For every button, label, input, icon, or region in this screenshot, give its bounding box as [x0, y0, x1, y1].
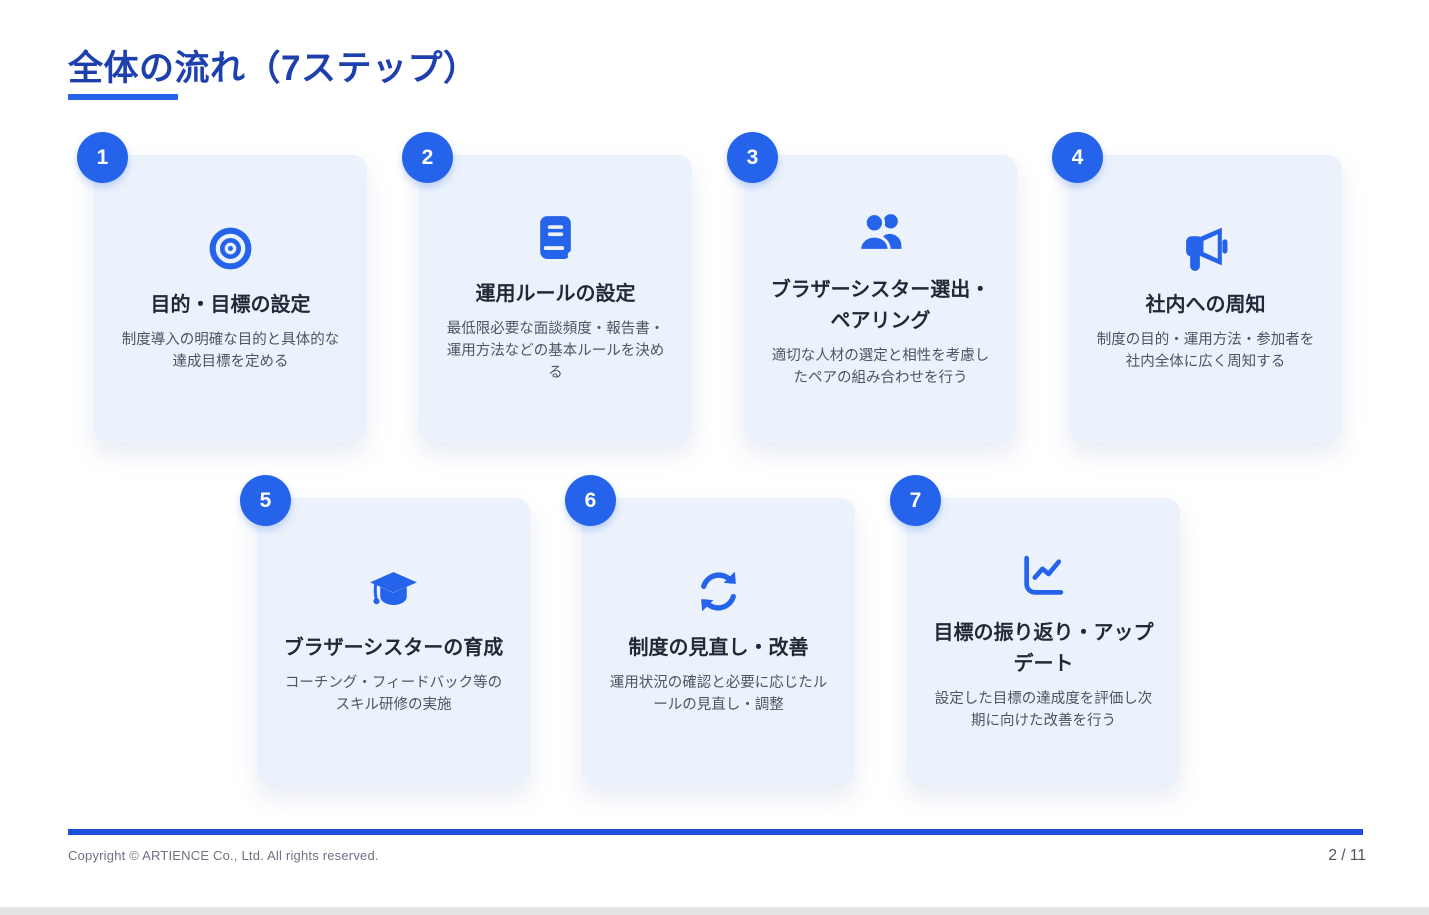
sync-icon: [694, 567, 743, 616]
step-card: 6 制度の見直し・改善 運用状況の確認と必要に応じたルールの見直し・調整: [565, 475, 855, 785]
chart-line-icon: [1019, 551, 1068, 600]
page-number: 2 / 11: [1328, 847, 1366, 864]
step-number-badge: 1: [77, 132, 128, 183]
step-description: コーチング・フィードバック等のスキル研修の実施: [284, 675, 503, 713]
step-number: 5: [259, 488, 272, 512]
step-number-badge: 7: [890, 475, 941, 526]
step-title: ブラザーシスター選出・ペアリング: [770, 278, 991, 332]
step-icon-wrap: [856, 208, 905, 258]
steps-row-1: 1 目的・目標の設定 制度導入の明確な目的と具体的な達成目標を定める 2 運用ル…: [77, 132, 1342, 442]
target-icon: [206, 224, 255, 273]
step-description: 制度の目的・運用方法・参加者を社内全体に広く周知する: [1096, 332, 1315, 370]
step-number: 3: [746, 145, 759, 169]
step-number: 7: [909, 488, 922, 512]
step-number: 2: [421, 145, 434, 169]
step-title: 目標の振り返り・アップデート: [933, 621, 1154, 675]
step-card: 3 ブラザーシスター選出・ペアリング 適切な人材の選定と相性を考慮したペアの組み…: [727, 132, 1017, 442]
step-number-badge: 5: [240, 475, 291, 526]
step-card: 2 運用ルールの設定 最低限必要な面談頻度・報告書・運用方法などの基本ルールを決…: [402, 132, 692, 442]
step-title: 目的・目標の設定: [150, 294, 311, 317]
step-card: 1 目的・目標の設定 制度導入の明確な目的と具体的な達成目標を定める: [77, 132, 367, 442]
users-icon: [856, 208, 905, 257]
step-number-badge: 2: [402, 132, 453, 183]
footer: Copyright © ARTIENCE Co., Ltd. All right…: [68, 847, 1366, 865]
step-card: 7 目標の振り返り・アップデート 設定した目標の達成度を評価し次期に向けた改善を…: [890, 475, 1180, 785]
step-icon-wrap: [531, 212, 580, 262]
step-number-badge: 4: [1052, 132, 1103, 183]
step-icon-wrap: [369, 566, 418, 616]
step-title: 制度の見直し・改善: [628, 637, 809, 660]
step-title: 運用ルールの設定: [475, 283, 636, 306]
steps-row-2: 5 ブラザーシスターの育成 コーチング・フィードバック等のスキル研修の実施 6 …: [240, 475, 1180, 785]
megaphone-icon: [1181, 224, 1230, 273]
title-underline: [68, 94, 178, 100]
step-description: 制度導入の明確な目的と具体的な達成目標を定める: [121, 332, 340, 370]
page-title: 全体の流れ（7ステップ）: [68, 49, 479, 88]
graduation-cap-icon: [369, 567, 418, 616]
step-card: 5 ブラザーシスターの育成 コーチング・フィードバック等のスキル研修の実施: [240, 475, 530, 785]
step-title: ブラザーシスターの育成: [283, 637, 504, 660]
step-title: 社内への周知: [1145, 294, 1266, 317]
step-icon-wrap: [1019, 551, 1068, 601]
step-icon-wrap: [694, 566, 743, 616]
copyright-text: Copyright © ARTIENCE Co., Ltd. All right…: [68, 848, 379, 863]
step-icon-wrap: [206, 223, 255, 273]
bottom-strip: [0, 907, 1429, 915]
step-icon-wrap: [1181, 223, 1230, 273]
step-description: 設定した目標の達成度を評価し次期に向けた改善を行う: [934, 690, 1153, 729]
step-number: 6: [584, 488, 597, 512]
step-number: 1: [96, 145, 109, 169]
book-icon: [531, 213, 580, 262]
step-number-badge: 3: [727, 132, 778, 183]
step-number-badge: 6: [565, 475, 616, 526]
step-number: 4: [1071, 145, 1084, 169]
footer-divider: [68, 829, 1363, 835]
step-description: 最低限必要な面談頻度・報告書・運用方法などの基本ルールを決める: [446, 321, 665, 381]
step-description: 適切な人材の選定と相性を考慮したペアの組み合わせを行う: [771, 347, 990, 386]
step-card: 4 社内への周知 制度の目的・運用方法・参加者を社内全体に広く周知する: [1052, 132, 1342, 442]
step-description: 運用状況の確認と必要に応じたルールの見直し・調整: [609, 675, 828, 713]
